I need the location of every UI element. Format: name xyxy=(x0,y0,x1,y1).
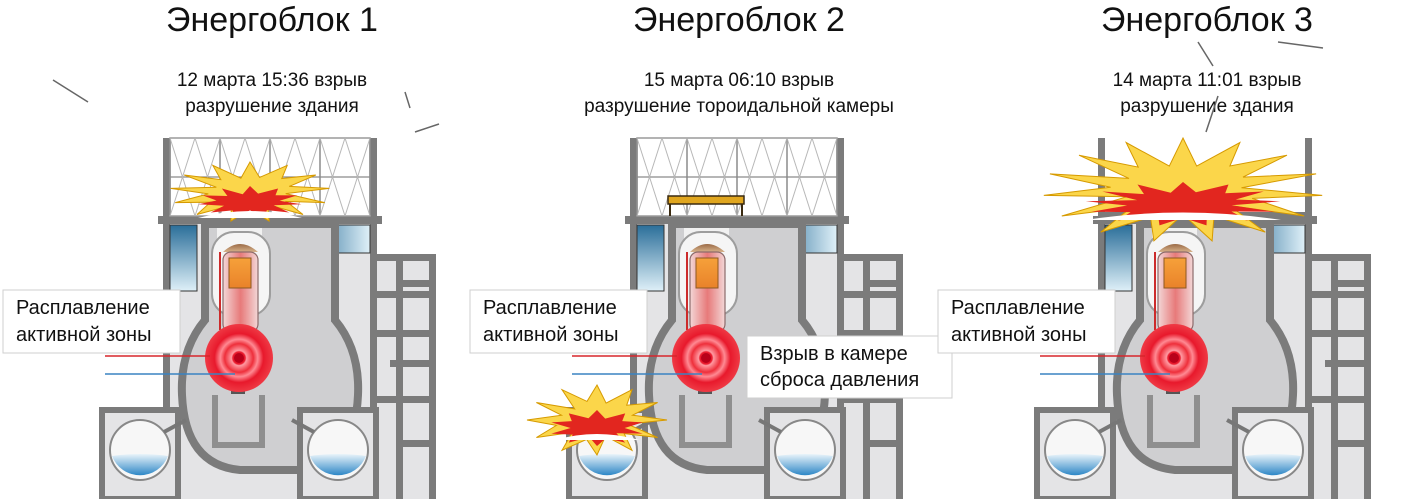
outer-wall-right xyxy=(837,138,844,499)
torus-left xyxy=(1034,407,1122,499)
floor-slab xyxy=(1338,280,1371,287)
torus-water xyxy=(310,454,366,476)
label-line-1: Взрыв в камере xyxy=(760,343,908,365)
frame-brace xyxy=(786,137,813,217)
torus-explosion xyxy=(526,383,668,457)
label-line-1: Расплавление xyxy=(16,297,150,319)
label-line-2: сброса давления xyxy=(760,369,919,391)
frame-brace xyxy=(811,137,838,217)
column xyxy=(396,254,403,499)
floor-slab xyxy=(870,280,903,287)
frame-brace xyxy=(761,137,788,217)
reactor-core xyxy=(228,257,252,289)
roof-explosion-large xyxy=(1043,136,1323,242)
torus-left xyxy=(99,407,187,499)
column xyxy=(429,254,436,499)
label-line-2: активной зоны xyxy=(483,324,618,346)
flame-inner xyxy=(198,186,302,218)
label-box xyxy=(746,335,953,399)
frame-brace xyxy=(169,137,196,217)
vessel-dome xyxy=(1158,244,1193,252)
column xyxy=(1331,254,1338,499)
floor-slab xyxy=(1325,360,1371,367)
label-box xyxy=(469,289,648,354)
suppression-chamber-label: Взрыв в камере сброса давления xyxy=(746,335,953,399)
vessel-dome xyxy=(223,244,258,252)
label-box xyxy=(2,289,181,354)
floor-slab xyxy=(870,440,903,447)
fuel-pool-left xyxy=(1104,224,1133,292)
label-box xyxy=(937,289,1116,354)
reactor-unit-2: Энергоблок 2 15 марта 06:10 взрыв разрушен… xyxy=(469,1,953,499)
reactor-unit-3: Энергоблок 3 14 марта 11:01 взрыв разрушен… xyxy=(937,1,1371,499)
frame-brace xyxy=(344,137,371,217)
debris xyxy=(414,123,440,133)
label-line-1: Расплавление xyxy=(951,297,1085,319)
outer-wall-right xyxy=(1305,138,1312,499)
flame-base xyxy=(555,434,639,440)
event-line-1: 15 марта 06:10 взрыв xyxy=(644,70,834,91)
meltdown-label: Расплавление активной зоны xyxy=(937,289,1116,354)
vent-pipe xyxy=(758,418,782,434)
pedestal xyxy=(679,395,732,448)
vent-pipe xyxy=(1226,418,1250,434)
torus-water xyxy=(1245,454,1301,476)
debris xyxy=(1205,95,1219,133)
fuel-pool-left xyxy=(636,224,665,292)
event-line-2: разрушение тороидальной камеры xyxy=(584,96,894,117)
meltdown-label: Расплавление активной зоны xyxy=(469,289,648,354)
event-line-2: разрушение здания xyxy=(185,96,359,117)
reactor-core xyxy=(1163,257,1187,289)
roof-explosion xyxy=(170,161,330,223)
floor-slab xyxy=(403,280,436,287)
vessel-dome xyxy=(690,244,725,252)
vent-pipe xyxy=(163,418,187,434)
unit-title: Энергоблок 1 xyxy=(166,1,378,39)
torus-water xyxy=(112,454,168,476)
flame-base xyxy=(1085,212,1281,220)
event-line-2: разрушение здания xyxy=(1120,96,1294,117)
label-line-2: активной зоны xyxy=(951,324,1086,346)
flame-base xyxy=(198,211,302,218)
core-melt-center xyxy=(1169,353,1179,363)
pedestal xyxy=(212,395,265,448)
label-line-1: Расплавление xyxy=(483,297,617,319)
core-melt-center xyxy=(234,353,244,363)
floor-slab xyxy=(403,440,436,447)
torus-right xyxy=(1226,407,1314,499)
label-line-2: активной зоны xyxy=(16,324,151,346)
debris xyxy=(404,91,411,109)
debris xyxy=(52,79,89,103)
unit-title: Энергоблок 3 xyxy=(1101,1,1313,39)
frame-brace xyxy=(636,137,663,217)
outer-wall-right xyxy=(370,138,377,499)
frame-brace xyxy=(661,137,688,217)
torus-right xyxy=(291,407,379,499)
vent-pipe xyxy=(1098,418,1122,434)
column xyxy=(1364,254,1371,499)
core-melt-center xyxy=(701,353,711,363)
frame-brace xyxy=(194,137,221,217)
torus-water xyxy=(579,454,635,476)
floor-slab xyxy=(1338,440,1371,447)
unit-title: Энергоблок 2 xyxy=(633,1,845,39)
meltdown-label: Расплавление активной зоны xyxy=(2,289,181,354)
pedestal xyxy=(1147,395,1200,448)
fuel-pool-left xyxy=(169,224,198,292)
torus-water xyxy=(777,454,833,476)
floor-slab xyxy=(390,360,436,367)
event-line-1: 14 марта 11:01 взрыв xyxy=(1113,70,1302,91)
reactor-unit-1: Энергоблок 1 12 марта 15:36 взрыв разрушен… xyxy=(2,1,440,499)
torus-water xyxy=(1047,454,1103,476)
crane-bridge xyxy=(667,195,745,205)
vent-pipe xyxy=(291,418,315,434)
torus-right xyxy=(758,407,846,499)
debris xyxy=(1197,41,1214,67)
debris xyxy=(1277,41,1324,49)
event-line-1: 12 марта 15:36 взрыв xyxy=(177,70,367,91)
reactor-core xyxy=(695,257,719,289)
